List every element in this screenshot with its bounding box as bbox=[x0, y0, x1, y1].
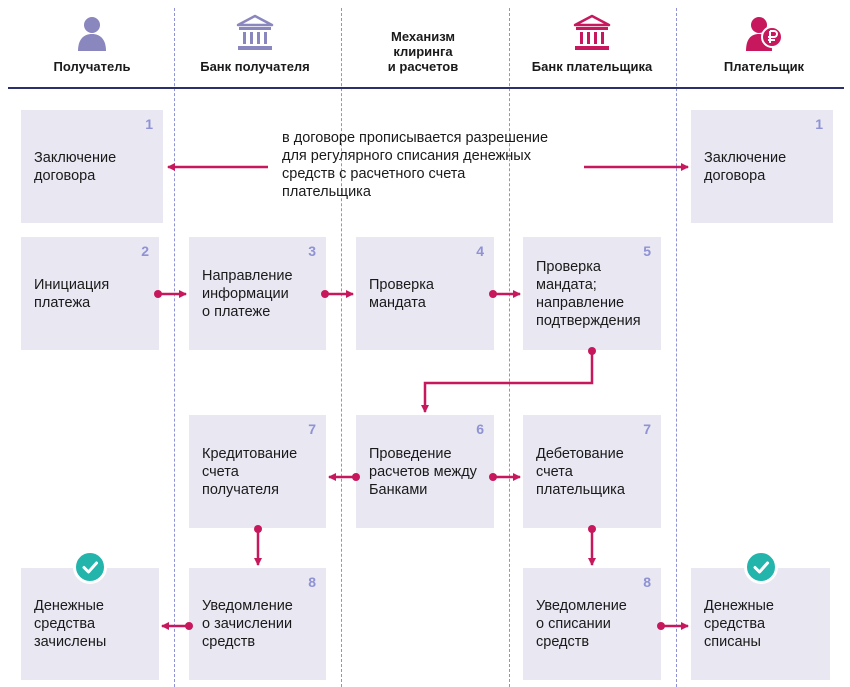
step-box-debit: 7 Дебетование счета плательщика bbox=[523, 415, 661, 528]
column-header-clearing: Механизм клиринга и расчетов bbox=[343, 4, 503, 84]
step-text: Дебетование счета плательщика bbox=[536, 445, 625, 498]
step-text: Проверка мандата; направление подтвержде… bbox=[536, 258, 641, 329]
step-text: Кредитование счета получателя bbox=[202, 445, 298, 498]
lane-divider bbox=[509, 8, 510, 687]
person-icon bbox=[78, 17, 106, 51]
step-box-notify-debit: 8 Уведомление о списании средств bbox=[523, 568, 661, 680]
arrow-5-to-6 bbox=[421, 351, 594, 413]
column-header-payer-bank: Банк плательщика bbox=[512, 4, 672, 84]
step-number: 7 bbox=[308, 421, 316, 437]
step-number: 8 bbox=[308, 574, 316, 590]
step-box-notify-credit: 8 Уведомление о зачислении средств bbox=[189, 568, 326, 680]
lane-divider bbox=[676, 8, 677, 687]
column-label: Плательщик bbox=[723, 59, 805, 74]
checkmark-icon bbox=[73, 550, 107, 584]
checkmark-icon bbox=[744, 550, 778, 584]
step-number: 7 bbox=[643, 421, 651, 437]
lane-divider bbox=[174, 8, 175, 687]
step-box-contract-recipient: 1 Заключение договора bbox=[21, 110, 163, 223]
column-label: Получатель bbox=[53, 59, 131, 74]
bank-building-icon bbox=[236, 14, 274, 50]
step-text: Инициация платежа bbox=[34, 276, 110, 311]
step-text: Направление информации о платеже bbox=[202, 267, 293, 320]
step-text: Денежные средства зачислены bbox=[34, 598, 107, 650]
step-text: Заключение договора bbox=[34, 149, 117, 184]
contract-note: в договоре прописывается разрешение для … bbox=[282, 130, 549, 200]
step-text: Проверка мандата bbox=[369, 276, 434, 311]
step-text: Уведомление о зачислении средств bbox=[202, 598, 293, 650]
step-box-funds-debited: Денежные средства списаны bbox=[691, 568, 830, 680]
step-box-initiation: 2 Инициация платежа bbox=[21, 237, 159, 350]
bank-building-icon bbox=[573, 14, 611, 50]
step-number: 4 bbox=[476, 243, 484, 259]
column-header-payer: Плательщик bbox=[684, 4, 844, 84]
step-text: Проведение расчетов между Банками bbox=[369, 445, 477, 498]
column-header-recipient: Получатель bbox=[12, 4, 172, 84]
lane-divider bbox=[341, 8, 342, 687]
column-header-recipient-bank: Банк получателя bbox=[175, 4, 335, 84]
step-text: Заключение договора bbox=[704, 149, 787, 184]
header-rule bbox=[8, 87, 844, 89]
column-label: Банк плательщика bbox=[531, 59, 653, 74]
step-number: 1 bbox=[145, 116, 153, 132]
step-text: Денежные средства списаны bbox=[704, 598, 774, 650]
step-box-send-info: 3 Направление информации о платеже bbox=[189, 237, 326, 350]
person-ruble-icon bbox=[746, 17, 783, 51]
step-text: Уведомление о списании средств bbox=[536, 598, 627, 650]
step-box-contract-payer: 1 Заключение договора bbox=[691, 110, 833, 223]
step-number: 6 bbox=[476, 421, 484, 437]
step-number: 2 bbox=[141, 243, 149, 259]
step-box-funds-credited: Денежные средства зачислены bbox=[21, 568, 159, 680]
step-box-credit: 7 Кредитование счета получателя bbox=[189, 415, 326, 528]
column-label: Банк получателя bbox=[200, 59, 310, 74]
step-number: 8 bbox=[643, 574, 651, 590]
column-label: Механизм клиринга и расчетов bbox=[387, 29, 459, 74]
step-box-settlement: 6 Проведение расчетов между Банками bbox=[356, 415, 494, 528]
step-number: 1 bbox=[815, 116, 823, 132]
step-number: 3 bbox=[308, 243, 316, 259]
step-number: 5 bbox=[643, 243, 651, 259]
step-box-check-mandate: 4 Проверка мандата bbox=[356, 237, 494, 350]
step-box-check-confirm: 5 Проверка мандата; направление подтверж… bbox=[523, 237, 661, 350]
